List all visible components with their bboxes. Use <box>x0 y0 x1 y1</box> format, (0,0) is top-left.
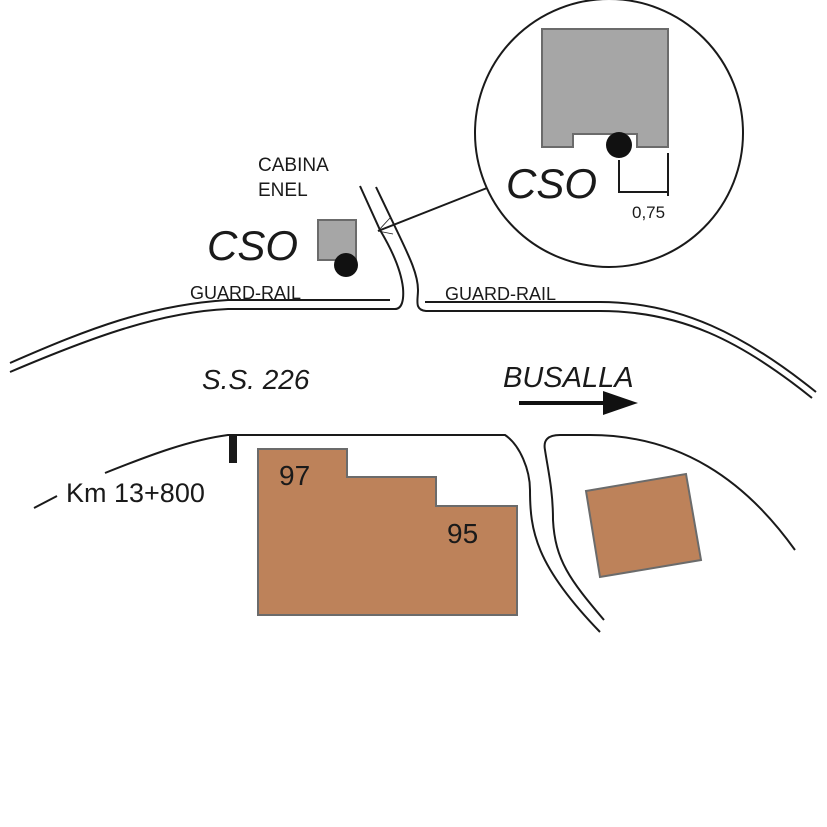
guard-rail-right-label: GUARD-RAIL <box>445 284 556 304</box>
inset-dimension-label: 0,75 <box>632 203 665 222</box>
direction-label: BUSALLA <box>503 362 634 394</box>
inset-cso-point-marker <box>606 132 632 158</box>
cso-label: CSO <box>207 222 298 269</box>
leader-line <box>377 187 488 235</box>
road-name-label: S.S. 226 <box>202 364 310 395</box>
inset-cabin-building <box>541 28 669 148</box>
building-number-97: 97 <box>279 460 310 491</box>
side-road <box>375 186 817 399</box>
km-marker-label: Km 13+800 <box>66 478 205 508</box>
guard-rail-left-line <box>9 185 405 373</box>
inset-dimension-line <box>618 153 669 196</box>
cabina-enel-building <box>317 219 357 261</box>
building-number-95: 95 <box>447 518 478 549</box>
cabina-label-line1: CABINA <box>258 155 329 176</box>
cso-point-marker <box>334 253 358 277</box>
lower-road-edge <box>33 434 796 633</box>
direction-arrow-icon <box>519 391 638 415</box>
building-97-95 <box>257 448 518 616</box>
inset-cso-label: CSO <box>506 160 597 207</box>
km-marker-post <box>229 435 237 463</box>
building-right <box>584 472 703 579</box>
cabina-label-line2: ENEL <box>258 180 308 201</box>
guard-rail-left-label: GUARD-RAIL <box>190 283 301 303</box>
